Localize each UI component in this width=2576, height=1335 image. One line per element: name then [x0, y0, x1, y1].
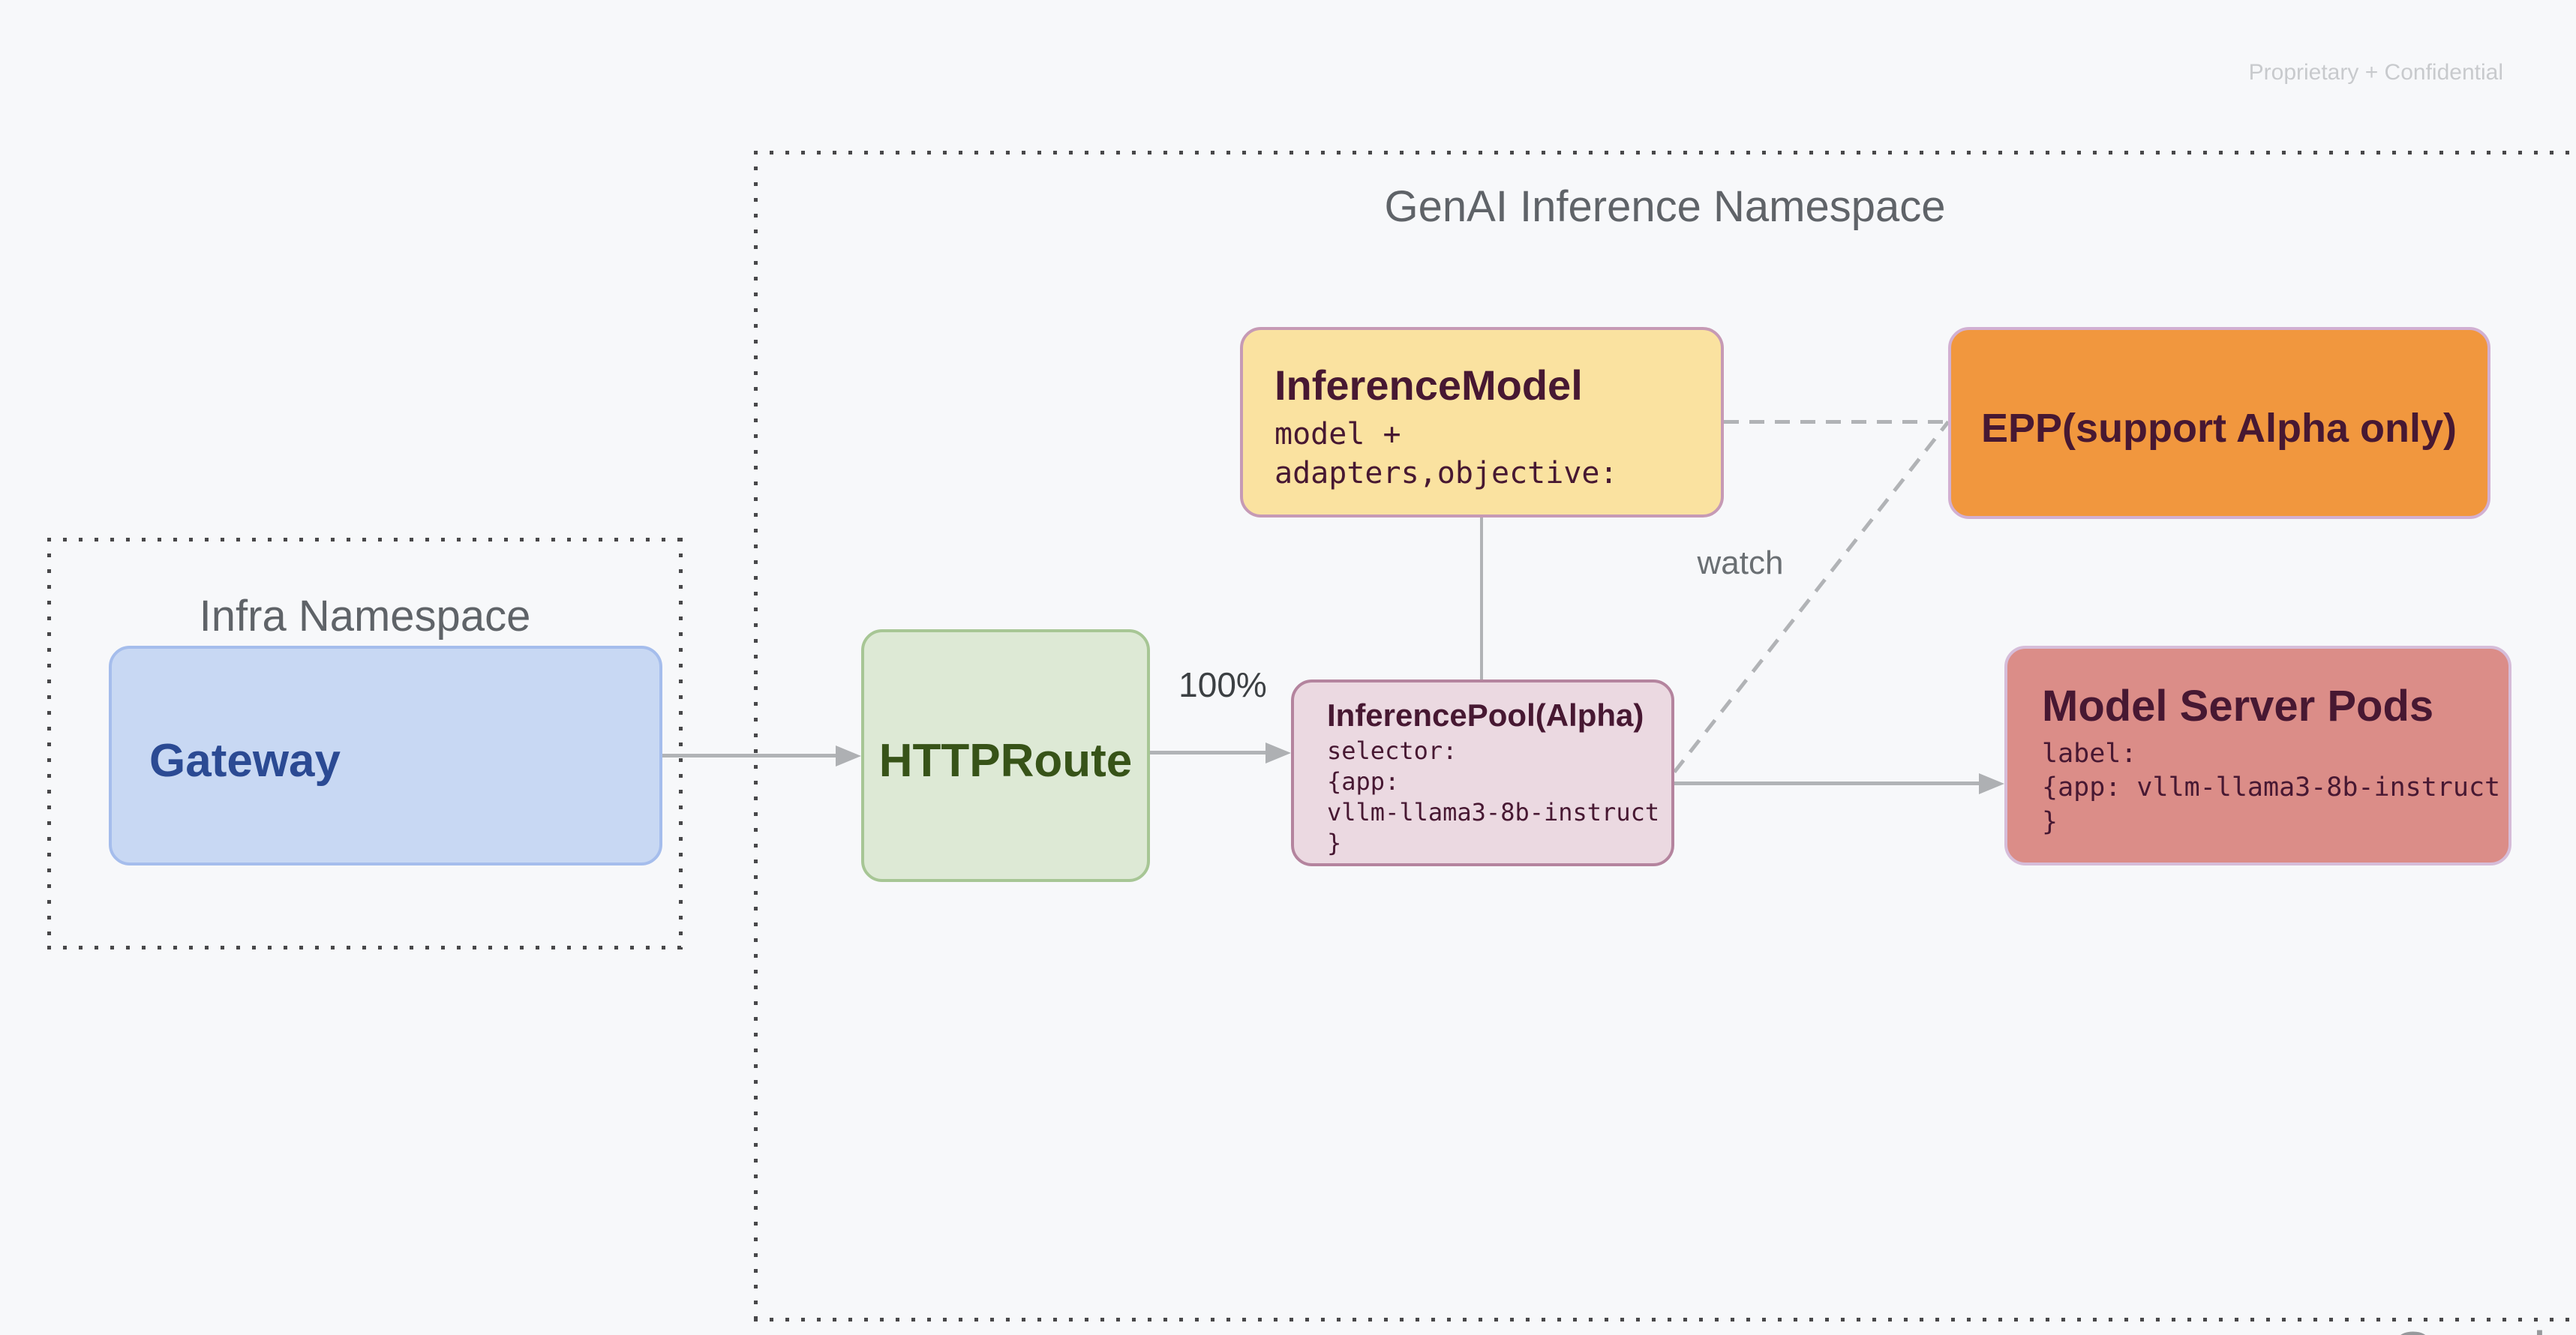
- model-server-pods-label: label: {app: vllm-llama3-8b-instruct }: [2042, 738, 2501, 837]
- inference-pool-title: InferencePool(Alpha): [1327, 698, 1644, 734]
- node-inference-model: InferenceModel model + adapters,objectiv…: [1240, 327, 1724, 518]
- inference-pool-selector: selector: {app: vllm-llama3-8b-instruct …: [1327, 736, 1660, 857]
- infra-namespace-border-right: [679, 538, 683, 950]
- infra-namespace-title: Infra Namespace: [199, 592, 531, 640]
- google-logo-partial: Google: [2390, 1318, 2576, 1335]
- infra-namespace-border-bottom: [47, 946, 683, 950]
- node-epp: EPP(support Alpha only): [1948, 327, 2490, 519]
- inference-model-spec: model + adapters,objective:: [1274, 417, 1618, 491]
- arrowhead-icon: [1265, 742, 1291, 764]
- confidential-label: Proprietary + Confidential: [2248, 60, 2503, 85]
- gateway-title: Gateway: [149, 734, 341, 787]
- epp-title: EPP(support Alpha only): [1981, 405, 2457, 451]
- node-gateway: Gateway: [109, 646, 662, 866]
- model-server-pods-title: Model Server Pods: [2042, 681, 2434, 730]
- edge-inferencemodel-to-inferencepool: [1480, 518, 1483, 680]
- edge-inferencemodel-to-epp-dashed: [1724, 420, 1948, 424]
- inference-model-title: InferenceModel: [1274, 361, 1583, 409]
- arrowhead-icon: [836, 746, 861, 766]
- node-inference-pool: InferencePool(Alpha) selector: {app: vll…: [1291, 680, 1674, 866]
- genai-namespace-border-top: [754, 151, 2576, 154]
- infra-namespace-border-top: [47, 538, 683, 542]
- node-httproute: HTTPRoute: [861, 629, 1150, 882]
- edge-label-traffic-percent: 100%: [1178, 665, 1267, 704]
- edge-httproute-to-inferencepool: [1150, 751, 1267, 754]
- infra-namespace-border-left: [47, 538, 51, 950]
- genai-namespace-border-bottom: [754, 1318, 2576, 1322]
- arrowhead-icon: [1979, 773, 2004, 794]
- genai-namespace-border-left: [754, 151, 758, 1322]
- genai-namespace-title: GenAI Inference Namespace: [1384, 182, 1946, 231]
- httproute-title: HTTPRoute: [878, 734, 1133, 787]
- edge-label-watch: watch: [1697, 544, 1784, 581]
- edge-gateway-to-httproute: [662, 754, 837, 758]
- node-model-server-pods: Model Server Pods label: {app: vllm-llam…: [2004, 646, 2511, 866]
- edge-inferencepool-to-modelserverpods: [1674, 782, 1979, 785]
